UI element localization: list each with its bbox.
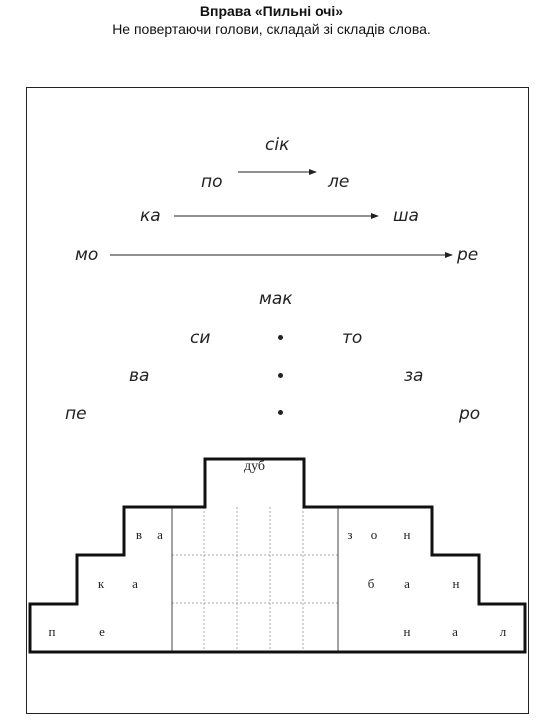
syllable-row1-left: по: [201, 172, 223, 192]
focus-dot-3: [278, 410, 283, 415]
pyramid-r3-left-1: п: [48, 624, 56, 639]
syllable-dot-row2-left: ва: [129, 366, 150, 386]
pyramid-r1-right-1: з: [347, 527, 353, 542]
pyramid-r2-right-2: а: [404, 576, 410, 591]
pyramid-center-word: дуб: [243, 459, 266, 474]
syllable-row2-right: ша: [393, 206, 419, 226]
focus-dot-2: [278, 373, 283, 378]
syllable-dot-row1-left: си: [190, 328, 211, 348]
pyramid-r1-left-1: в: [135, 527, 143, 542]
pyramid-r1-left-2: а: [157, 527, 163, 542]
pyramid-r3-right-1: н: [403, 624, 411, 639]
syllable-row3-left: мо: [75, 245, 99, 265]
syllable-dot-row1-right: то: [342, 328, 363, 348]
exercise-frame: [26, 87, 529, 714]
pyramid-r2-left-1: к: [97, 576, 105, 591]
pyramid-r1-right-3: н: [403, 527, 411, 542]
syllable-dot-row3-right: ро: [459, 404, 481, 424]
pyramid-r2-right-3: н: [452, 576, 460, 591]
page-title: Вправа «Пильні очі»: [199, 3, 344, 19]
focus-dot-1: [278, 335, 283, 340]
pyramid-r1-right-2: о: [370, 527, 378, 542]
syllable-row1-right: ле: [328, 172, 350, 192]
pyramid-r3-right-3: л: [499, 624, 507, 639]
instruction-text: Не повертаючи голови, складай зі складів…: [112, 21, 431, 37]
pyramid-r3-left-2: е: [99, 624, 105, 639]
pyramid-r2-left-2: а: [132, 576, 138, 591]
pyramid-outline: [28, 457, 527, 654]
syllable-top-arrow: сік: [265, 135, 290, 155]
syllable-top-dot: мак: [259, 289, 293, 309]
syllable-dot-row2-right: за: [404, 366, 424, 386]
syllable-row3-right: ре: [457, 245, 479, 265]
pyramid-r3-right-2: а: [452, 624, 458, 639]
pyramid-r2-right-1: б: [367, 576, 375, 591]
syllable-row2-left: ка: [140, 206, 161, 226]
syllable-dot-row3-left: пе: [65, 404, 87, 424]
